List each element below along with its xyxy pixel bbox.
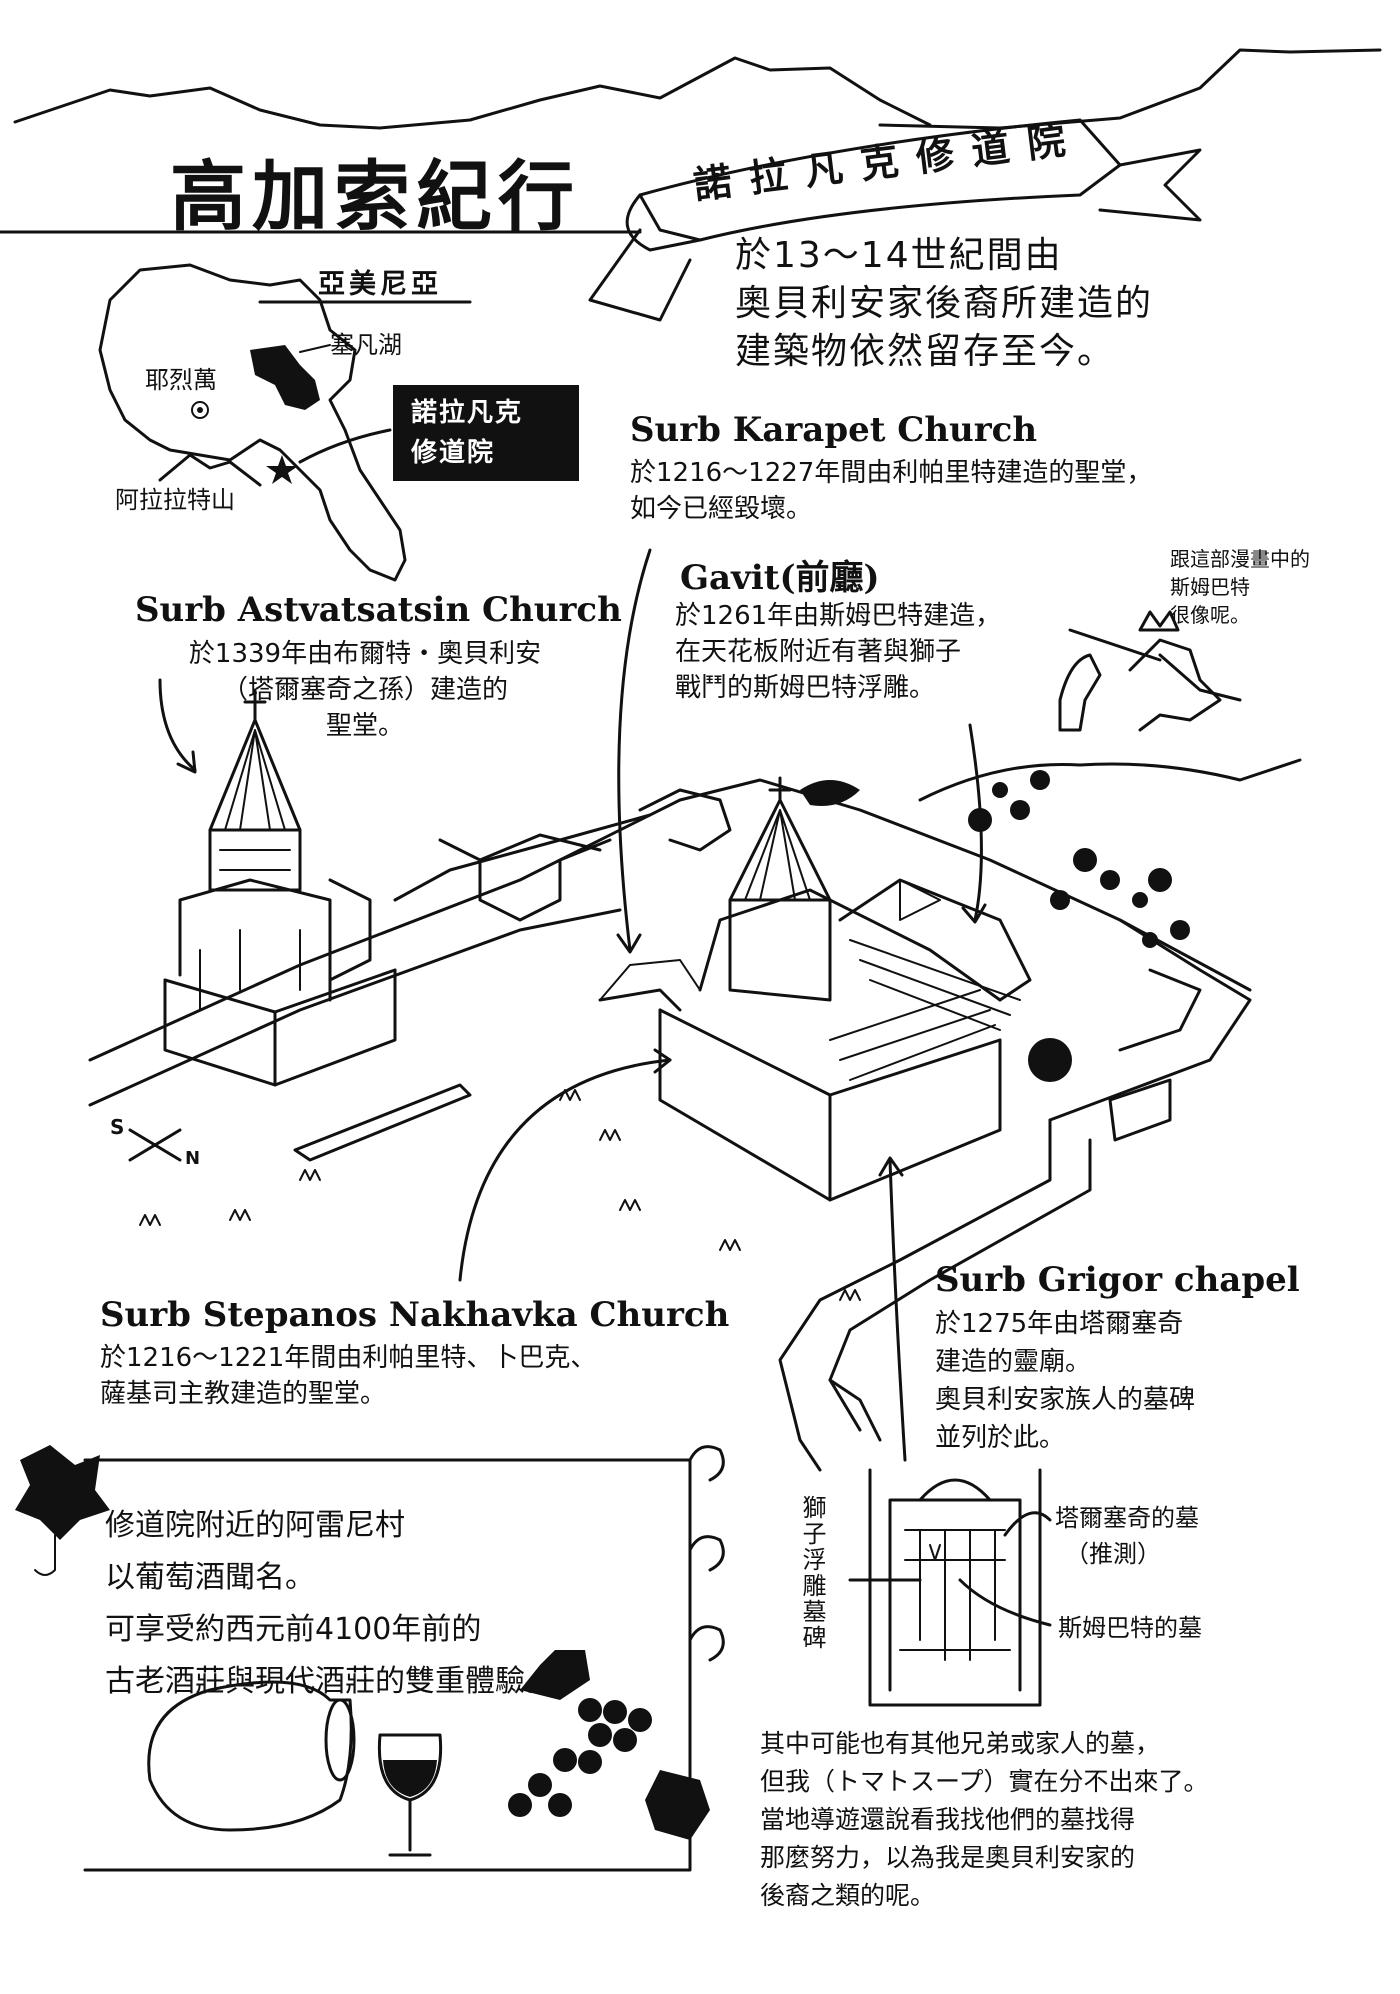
banner-ribbon — [588, 118, 1202, 322]
astvatsatsin-desc: 於1339年由布爾特・奧貝利安 （塔爾塞奇之孫）建造的 聖堂。 — [135, 636, 595, 744]
grigor-desc: 於1275年由塔爾塞奇 建造的靈廟。 奧貝利安家族人的墓碑 並列於此。 — [935, 1305, 1195, 1457]
stepanos-desc-line: 於1216～1221年間由利帕里特、卜巴克、 — [100, 1343, 597, 1373]
gavit-aside-line: 跟這部漫畫中的 — [1170, 547, 1310, 571]
wine-text: 修道院附近的阿雷尼村 以葡萄酒聞名。 可享受約西元前4100年前的 古老酒莊與現… — [105, 1500, 555, 1708]
gavit-desc-line: 戰鬥的斯姆巴特浮雕。 — [675, 673, 936, 703]
map-monastery-label: 諾拉凡克 修道院 — [393, 385, 579, 481]
grigor-desc-line: 於1275年由塔爾塞奇 — [935, 1309, 1184, 1339]
tomb-lion-label: 獅子浮雕墓碑 — [798, 1495, 826, 1651]
mount-ararat-icon — [158, 453, 262, 487]
wine-jar-icon — [147, 1680, 353, 1832]
grigor-desc-line: 並列於此。 — [935, 1423, 1066, 1453]
grape-leaf-icon — [15, 1445, 110, 1540]
compass-cross — [128, 1128, 182, 1162]
intro-line: 奧貝利安家後裔所建造的 — [735, 283, 1154, 324]
tomb-tarsaich-line: （推測） — [1065, 1540, 1161, 1568]
ending-line: 那麼努力，以為我是奧貝利安家的 — [760, 1843, 1136, 1872]
monastery-star-marker — [266, 455, 298, 484]
trees — [800, 770, 1190, 1082]
armenia-map — [98, 263, 407, 582]
astvatsatsin-desc-line: 於1339年由布爾特・奧貝利安 — [188, 639, 542, 669]
karapet-desc-line: 於1216～1227年間由利帕里特建造的聖堂， — [630, 458, 1153, 488]
tomb-smbat-label: 斯姆巴特的墓 — [1058, 1614, 1202, 1642]
gavit-aside: 跟這部漫畫中的 斯姆巴特 很像呢。 — [1170, 545, 1310, 629]
astvatsatsin-church-drawing — [163, 688, 397, 1087]
intro-line: 於13～14世紀間由 — [735, 235, 1063, 276]
grapes-icon — [508, 1650, 710, 1840]
intro-line: 建築物依然留存至今。 — [735, 331, 1116, 372]
stepanos-title: Surb Stepanos Nakhavka Church — [100, 1295, 730, 1335]
grass-tufts — [139, 1089, 861, 1301]
wine-box — [15, 1445, 725, 1872]
map-capital-label: 耶烈萬 — [145, 366, 217, 394]
wine-line: 古老酒莊與現代酒莊的雙重體驗。 — [105, 1664, 555, 1699]
astvatsatsin-desc-line: 聖堂。 — [325, 711, 404, 741]
main-church-drawing — [598, 776, 1032, 1202]
grigor-desc-line: 奧貝利安家族人的墓碑 — [935, 1385, 1196, 1415]
stepanos-desc-line: 薩基司主教建造的聖堂。 — [100, 1379, 387, 1409]
monastery-walls — [88, 778, 1252, 1472]
grigor-desc-line: 建造的靈廟。 — [935, 1347, 1092, 1377]
ending-line: 後裔之類的呢。 — [760, 1881, 936, 1910]
intro-text: 於13～14世紀間由 奧貝利安家後裔所建造的 建築物依然留存至今。 — [735, 232, 1153, 376]
wine-line: 可享受約西元前4100年前的 — [105, 1612, 482, 1647]
wine-line: 以葡萄酒聞名。 — [105, 1560, 315, 1595]
ending-line: 但我（トマトスープ）實在分不出來了。 — [760, 1767, 1209, 1796]
map-lake-label: 塞凡湖 — [330, 331, 402, 359]
tomb-plan — [848, 1468, 1052, 1707]
gavit-title: Gavit(前廳) — [680, 558, 880, 598]
tomb-tarsaich-line: 塔爾塞奇的墓 — [1055, 1504, 1199, 1532]
compass-s: S — [110, 1115, 125, 1139]
monastery-label-line: 修道院 — [411, 438, 496, 468]
map-mountain-label: 阿拉拉特山 — [115, 486, 235, 514]
gavit-desc-line: 於1261年由斯姆巴特建造， — [675, 601, 1002, 631]
ending-text: 其中可能也有其他兄弟或家人的墓， 但我（トマトスープ）實在分不出來了。 當地導遊… — [760, 1725, 1209, 1915]
compass-n: N — [185, 1148, 201, 1169]
stepanos-desc: 於1216～1221年間由利帕里特、卜巴克、 薩基司主教建造的聖堂。 — [100, 1340, 596, 1412]
wine-line: 修道院附近的阿雷尼村 — [105, 1508, 405, 1543]
ending-line: 其中可能也有其他兄弟或家人的墓， — [760, 1729, 1161, 1758]
ending-line: 當地導遊還說看我找他們的墓找得 — [760, 1805, 1136, 1834]
astvatsatsin-title: Surb Astvatsatsin Church — [135, 590, 622, 630]
karapet-desc: 於1216～1227年間由利帕里特建造的聖堂， 如今已經毀壞。 — [630, 455, 1152, 527]
grigor-title: Surb Grigor chapel — [935, 1260, 1300, 1300]
mountain-range — [13, 48, 1382, 130]
tomb-tarsaich-label: 塔爾塞奇的墓 （推測） — [1055, 1500, 1199, 1572]
gavit-desc: 於1261年由斯姆巴特建造， 在天花板附近有著與獅子 戰鬥的斯姆巴特浮雕。 — [675, 598, 1001, 706]
karapet-desc-line: 如今已經毀壞。 — [630, 494, 813, 524]
astvatsatsin-desc-line: （塔爾塞奇之孫）建造的 — [221, 675, 508, 705]
lake-sevan — [250, 345, 320, 410]
gavit-aside-line: 斯姆巴特 — [1170, 575, 1250, 599]
hills — [918, 758, 1302, 802]
capital-marker — [191, 401, 209, 419]
pointer-arrows — [158, 548, 987, 1462]
gavit-aside-line: 很像呢。 — [1170, 603, 1250, 627]
page-title: 高加索紀行 — [170, 152, 580, 241]
monastery-label-line: 諾拉凡克 — [411, 398, 524, 428]
smbat-lion-sketch — [1058, 610, 1242, 732]
gavit-desc-line: 在天花板附近有著與獅子 — [675, 637, 962, 667]
map-country-label: 亞美尼亞 — [318, 269, 442, 300]
karapet-title: Surb Karapet Church — [630, 410, 1038, 450]
